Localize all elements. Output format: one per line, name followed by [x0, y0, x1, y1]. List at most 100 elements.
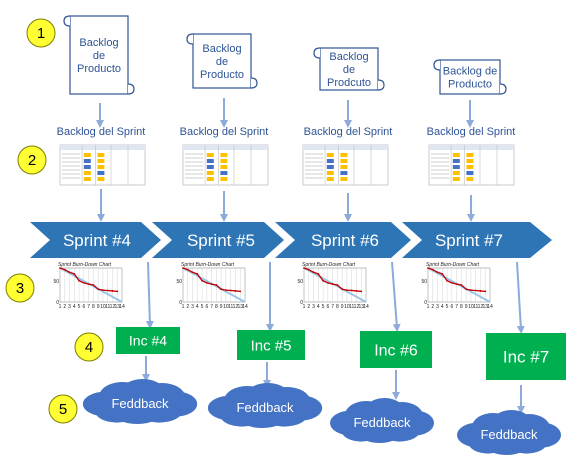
task-note	[220, 159, 228, 163]
feedback-label: Feddback	[236, 400, 294, 415]
task-note	[83, 171, 91, 175]
burndown-actual-point	[474, 289, 477, 292]
burndown-x-tick: 2	[431, 304, 434, 310]
burndown-actual-point	[182, 267, 184, 269]
board-header	[429, 145, 514, 150]
sprint-label-6: Sprint #6	[311, 231, 379, 250]
burndown-x-tick: 7	[87, 304, 90, 310]
feedback-cloud: Feddback	[457, 410, 561, 455]
burndown-actual-point	[470, 289, 472, 291]
increment-label: Inc #5	[251, 337, 292, 354]
step-circle-4: 4	[74, 332, 104, 362]
scroll-curl-top	[186, 33, 194, 45]
burndown-x-tick: 2	[63, 304, 66, 310]
burndown-x-tick: 13	[482, 304, 488, 310]
task-note	[466, 153, 474, 157]
task-note	[97, 171, 105, 175]
burndown-actual-point	[427, 267, 429, 269]
sprint-backlog-label: Backlog del Sprint	[57, 126, 146, 138]
product-backlog-label: Backlog	[329, 51, 368, 63]
burndown-actual-point	[116, 290, 119, 293]
product-backlog-label: Backlog de	[443, 66, 497, 78]
flow-arrow	[391, 261, 401, 332]
burndown-x-tick: 1	[427, 304, 430, 310]
burndown-y-tick: 0	[179, 300, 182, 306]
task-note	[83, 177, 91, 181]
burndown-actual-point	[68, 271, 71, 274]
burndown-actual-point	[331, 283, 334, 286]
burndown-x-tick: 7	[455, 304, 458, 310]
burndown-x-tick: 9	[97, 304, 100, 310]
task-note	[206, 159, 214, 163]
feedback-cloud: Feddback	[82, 379, 198, 424]
burndown-actual-point	[210, 283, 213, 286]
burndown-actual-point	[239, 290, 242, 293]
burndown-actual-point	[360, 290, 363, 293]
step-number-1: 1	[37, 25, 45, 42]
product-backlog-label: de	[216, 56, 228, 68]
task-note	[97, 177, 105, 181]
step-number-4: 4	[85, 339, 93, 356]
task-note	[326, 177, 334, 181]
burndown-x-tick: 8	[336, 304, 339, 310]
sprint-backlog-board	[302, 144, 389, 186]
increment-rect	[486, 333, 566, 380]
step-circle-2: 2	[17, 145, 47, 175]
task-note	[326, 159, 334, 163]
burndown-actual-point	[234, 290, 237, 292]
task-note	[466, 159, 474, 163]
burndown-y-tick: 50	[421, 279, 427, 285]
burndown-actual-point	[106, 289, 109, 292]
scroll-curl-top	[313, 47, 321, 59]
scroll-body	[192, 33, 252, 89]
burndown-actual-point	[303, 267, 305, 269]
task-note	[340, 171, 348, 175]
burndown-actual-point	[312, 271, 315, 274]
task-note	[83, 153, 91, 157]
burndown-x-tick: 4	[441, 304, 444, 310]
burndown-x-tick: 14	[487, 304, 493, 310]
sprint-backlog-label: Backlog del Sprint	[304, 126, 393, 138]
burndown-actual-point	[341, 288, 344, 291]
burndown-actual-point	[59, 267, 61, 269]
cloud-puff	[469, 419, 549, 449]
feedback-label: Feddback	[480, 427, 538, 442]
burndown-x-tick: 8	[460, 304, 463, 310]
burndown-actual-point	[460, 284, 463, 286]
task-note	[220, 165, 228, 169]
burndown-x-tick: 4	[73, 304, 76, 310]
task-note	[340, 165, 348, 169]
scroll-curl-bottom	[127, 83, 135, 95]
burndown-x-tick: 4	[317, 304, 320, 310]
cloud-puff	[342, 407, 422, 437]
burndown-x-tick: 7	[210, 304, 213, 310]
sprint-chevron-4: Sprint #4	[30, 222, 161, 258]
cloud-puff	[221, 392, 309, 422]
burndown-x-tick: 5	[446, 304, 449, 310]
burndown-actual-point	[97, 288, 100, 291]
burndown-x-tick: 6	[450, 304, 453, 310]
burndown-actual-point	[465, 288, 468, 291]
burndown-actual-point	[355, 290, 358, 292]
task-note	[326, 171, 334, 175]
task-note	[220, 153, 228, 157]
sprint-chevron-6: Sprint #6	[275, 222, 411, 258]
task-note	[220, 171, 228, 175]
burndown-x-tick: 13	[237, 304, 243, 310]
task-note	[97, 165, 105, 169]
board-frame	[302, 144, 389, 186]
burndown-x-tick: 12	[233, 304, 239, 310]
task-note	[466, 171, 474, 175]
sprint-label-7: Sprint #7	[435, 231, 503, 250]
burndown-x-tick: 10	[468, 304, 474, 310]
burndown-actual-point	[229, 289, 232, 292]
burndown-actual-point	[346, 289, 348, 291]
